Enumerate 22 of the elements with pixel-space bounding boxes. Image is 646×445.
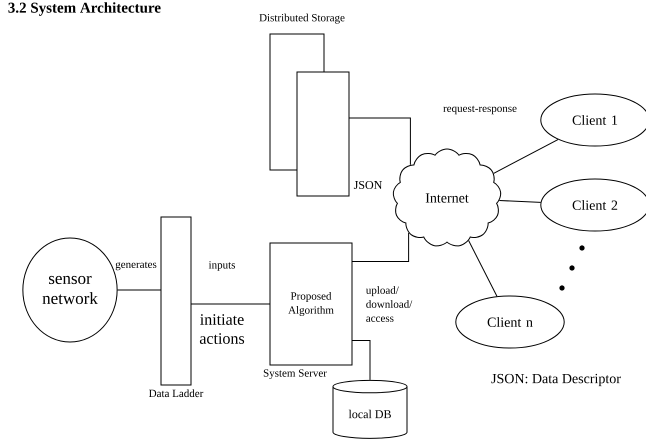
connector-line	[352, 232, 410, 262]
connector-line	[349, 118, 411, 166]
node-caption: Distributed Storage	[259, 14, 345, 24]
database-cylinder: local DB	[332, 380, 408, 439]
process-box: Proposed Algorithm	[270, 242, 352, 366]
text-label: JSON	[354, 180, 382, 190]
connector-line	[468, 240, 498, 297]
connector-line	[498, 200, 542, 203]
node-caption: System Server	[264, 369, 327, 379]
text-label: JSON: Data Descriptor	[491, 374, 621, 386]
node-caption: Data Ladder	[148, 389, 204, 398]
edge-label: inputs	[208, 260, 236, 272]
heading: 3.2 System Architecture	[8, 2, 161, 16]
text-label: initiate actions	[200, 314, 244, 344]
cloud-node: Internet	[392, 148, 502, 246]
connector-line	[493, 139, 558, 174]
ellipse-node: Client n	[455, 296, 565, 348]
connector-line	[352, 340, 370, 380]
text-label: request-response	[443, 106, 517, 114]
process-box	[296, 72, 350, 196]
text-label: upload/ download/ access	[366, 286, 412, 322]
edge-label: generates	[114, 260, 158, 272]
